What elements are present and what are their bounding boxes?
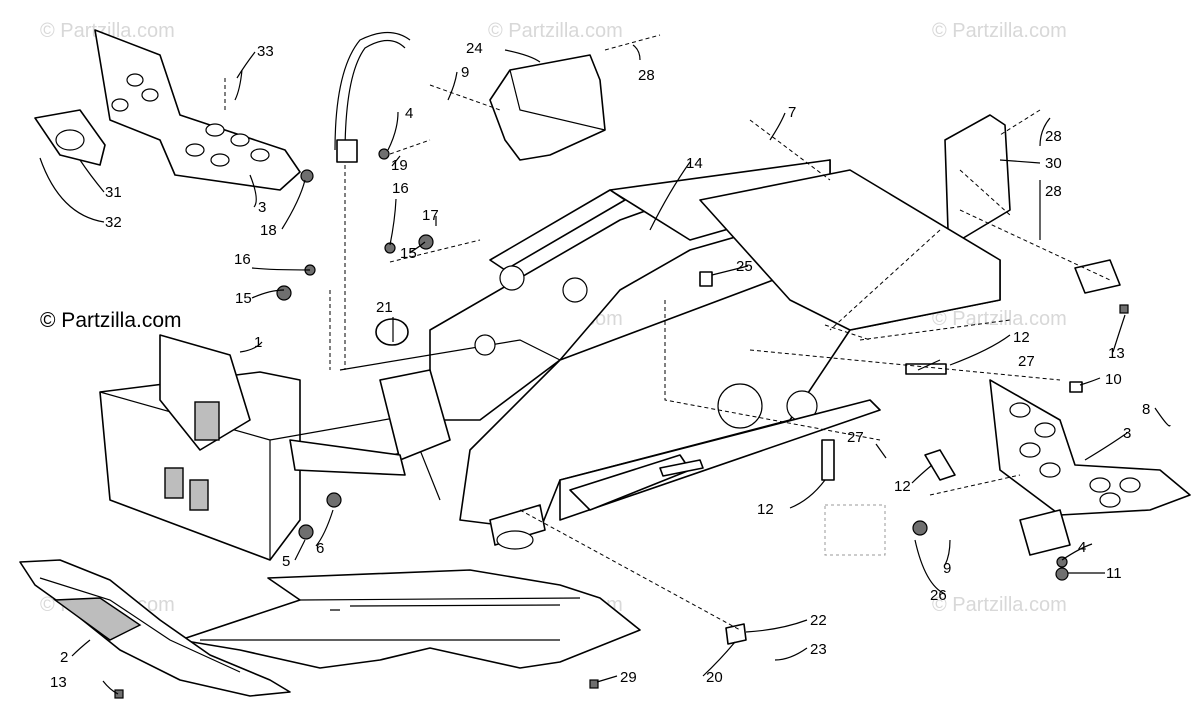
deflector-part [489,54,606,161]
callout-9: 9 [943,560,951,577]
callout-9: 9 [461,64,469,81]
callout-3: 3 [258,199,266,216]
callout-15: 15 [235,290,252,307]
callout-26: 26 [930,587,947,604]
watermark: © Partzilla.com [932,594,1067,616]
callout-13: 13 [50,674,67,691]
callout-28: 28 [638,67,655,84]
callout-7: 7 [788,104,796,121]
callout-28: 28 [1045,183,1062,200]
callout-19: 19 [391,157,408,174]
footrest-right [989,379,1191,516]
callout-12: 12 [757,501,774,518]
callout-10: 10 [1105,371,1122,388]
callout-12: 12 [894,478,911,495]
callout-32: 32 [105,214,122,231]
callouts: 1 2 3 3 4 4 5 6 7 8 9 9 10 11 12 12 12 1… [50,40,1150,691]
callout-11: 11 [1106,565,1122,582]
callout-20: 20 [706,669,723,686]
cable-tubes [334,31,411,163]
callout-14: 14 [686,155,703,172]
callout-25: 25 [736,258,753,275]
watermark: © Partzilla.com [40,20,175,42]
callout-13: 13 [1108,345,1125,362]
callout-16: 16 [234,251,251,268]
callout-16: 16 [392,180,409,197]
callout-8: 8 [1142,401,1150,418]
callout-33: 33 [257,43,274,60]
relay-bracket [821,363,1071,556]
watermark-main: © Partzilla.com [40,309,182,332]
callout-30: 30 [1045,155,1062,172]
callout-22: 22 [810,612,827,629]
callout-28: 28 [1045,128,1062,145]
callout-6: 6 [316,540,324,557]
callout-2: 2 [60,649,68,666]
callout-12: 12 [1013,329,1030,346]
callout-17: 17 [422,207,439,224]
callout-4: 4 [1078,539,1086,556]
footrest-left [34,29,301,191]
callout-1: 1 [254,334,262,351]
rear-panel [944,114,1011,241]
leader-lines [39,34,1171,695]
callout-4: 4 [405,105,413,122]
callout-3: 3 [1123,425,1131,442]
callout-27: 27 [847,429,864,446]
callout-31: 31 [105,184,122,201]
callout-29: 29 [620,669,637,686]
callout-21: 21 [376,299,393,316]
watermark: © Partzilla.com [932,308,1067,330]
callout-27: 27 [1018,353,1035,370]
callout-24: 24 [466,40,483,57]
callout-23: 23 [810,641,827,658]
watermark: © Partzilla.com [488,20,623,42]
callout-15: 15 [400,245,417,262]
callout-5: 5 [282,553,290,570]
callout-18: 18 [260,222,277,239]
watermark: © Partzilla.com [932,20,1067,42]
front-nose-part [19,559,291,697]
hitch-bracket [1074,259,1121,294]
side-panel-right [699,169,1001,331]
belly-pan [179,569,641,669]
